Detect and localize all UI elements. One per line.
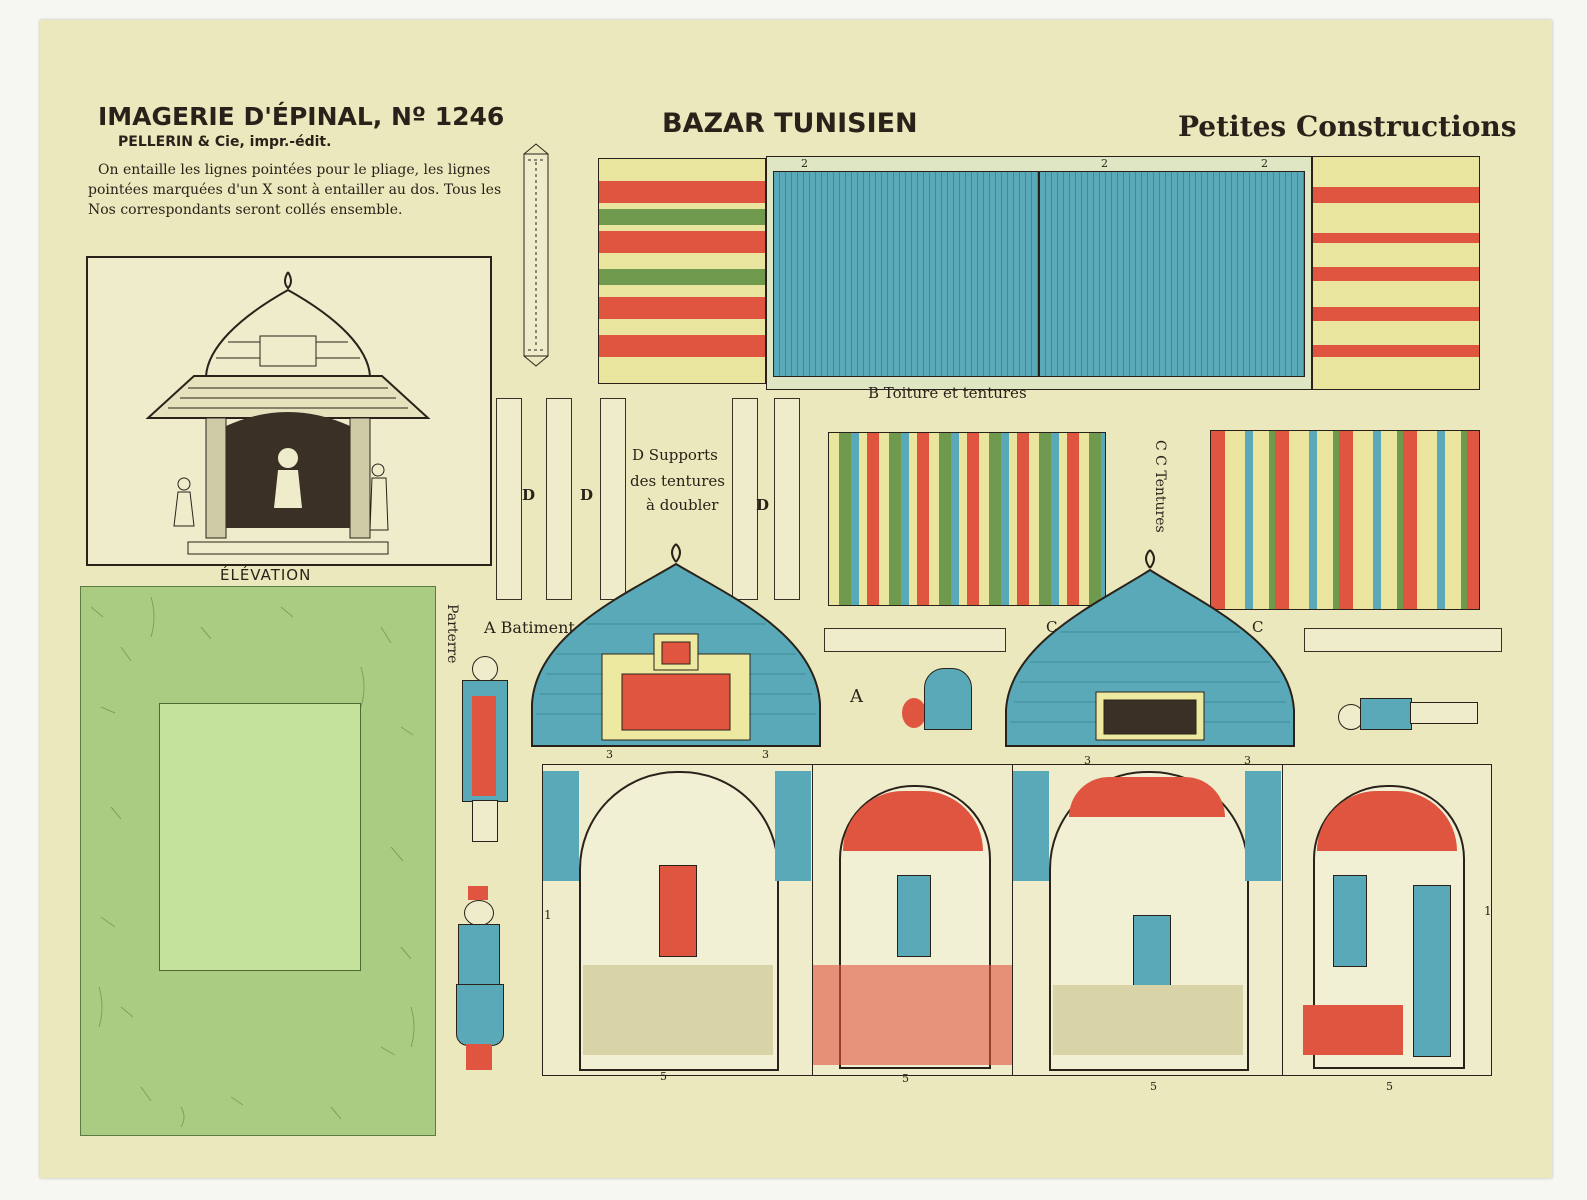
rug-stripe — [1313, 307, 1479, 321]
rug-stripe — [1313, 267, 1479, 281]
letter-c: C — [1252, 618, 1264, 636]
support-strip — [546, 398, 572, 600]
parterre-panel — [80, 586, 436, 1136]
kiosk-drawing — [145, 271, 431, 555]
letter-d: D — [522, 486, 536, 504]
tab-number: 3 — [606, 748, 613, 761]
facade-panel-1 — [542, 764, 814, 1076]
support-strip — [496, 398, 522, 600]
support-strip — [1304, 628, 1502, 652]
tab-number: 2 — [1261, 157, 1268, 170]
goods-table — [813, 965, 1013, 1065]
supports-label-1: D Supports — [632, 446, 718, 464]
facade-ornament — [775, 771, 811, 881]
rug-stripe — [599, 297, 765, 319]
tenture-right — [1210, 430, 1480, 610]
series-title: Petites Constructions — [1178, 110, 1517, 143]
letter-d: D — [756, 496, 770, 514]
tab-number: 2 — [1101, 157, 1108, 170]
facade-panel-3 — [1012, 764, 1284, 1076]
tab-number: 3 — [762, 748, 769, 761]
tenture-left — [828, 432, 1106, 606]
rug-stripe — [599, 269, 765, 285]
goods-table — [1303, 1005, 1403, 1055]
rug-left — [598, 158, 766, 384]
rug-stripe — [599, 231, 765, 253]
rug-stripe — [599, 335, 765, 357]
customer-figure — [1413, 885, 1451, 1057]
batiment-label: A Batiment — [484, 618, 575, 637]
letter-a: A — [850, 686, 863, 707]
grass-texture — [90, 596, 415, 1128]
imprint-publisher: PELLERIN & Cie, impr.-édit. — [118, 134, 332, 150]
rug-stripe — [1313, 233, 1479, 243]
goods-counter — [583, 965, 773, 1055]
supports-label-2: des tentures — [630, 472, 725, 490]
imprint-title: IMAGERIE D'ÉPINAL, Nº 1246 — [98, 102, 505, 131]
roof-half-right — [1039, 171, 1305, 377]
elevation-panel — [86, 256, 492, 566]
support-strip — [600, 398, 626, 600]
figure-lying — [1338, 688, 1478, 740]
roof-half-left — [773, 171, 1039, 377]
facade-panel-4 — [1282, 764, 1492, 1076]
rug-right — [1312, 156, 1480, 390]
tab-number: 3 — [1244, 754, 1251, 767]
support-strip — [824, 628, 1006, 652]
facade-panel-2 — [812, 764, 1014, 1076]
toiture-label: B Toiture et tentures — [868, 384, 1027, 402]
support-strip — [774, 398, 800, 600]
sheet-title: BAZAR TUNISIEN — [662, 108, 918, 139]
merchant-figure — [1133, 915, 1171, 987]
goods-counter — [1053, 985, 1243, 1055]
dome-right — [1005, 549, 1295, 747]
elevation-label: ÉLÉVATION — [220, 566, 312, 584]
merchant-figure — [1333, 875, 1367, 967]
instructions-line-3: Nos correspondants seront collés ensembl… — [88, 202, 403, 218]
tab-number: 2 — [801, 157, 808, 170]
rug-stripe — [1313, 345, 1479, 357]
support-strip — [732, 398, 758, 600]
dome-left — [531, 543, 821, 747]
tab-number: 1 — [1484, 904, 1492, 918]
facade-ornament — [1245, 771, 1281, 881]
letter-d: D — [580, 486, 594, 504]
letter-c: C — [1046, 618, 1058, 636]
merchant-figure — [659, 865, 697, 957]
figure-seated — [902, 668, 972, 732]
support-strip-top — [523, 143, 549, 367]
print-sheet: IMAGERIE D'ÉPINAL, Nº 1246 PELLERIN & Ci… — [40, 20, 1552, 1178]
figure-man-fez — [452, 886, 522, 1086]
facade-ornament — [543, 771, 579, 881]
instructions-line-1: On entaille les lignes pointées pour le … — [98, 162, 491, 178]
rug-stripe — [1313, 187, 1479, 203]
figure-man-turban — [456, 656, 512, 856]
tab-number: 5 — [660, 1070, 667, 1083]
instructions-line-2: pointées marquées d'un X sont à entaille… — [88, 182, 502, 198]
rug-stripe — [599, 181, 765, 203]
rug-stripe — [599, 209, 765, 225]
tab-number: 3 — [1084, 754, 1091, 767]
tab-number: 5 — [902, 1072, 909, 1085]
curtain — [1069, 777, 1225, 817]
parterre-base — [159, 703, 361, 971]
roof-panel: 2 2 2 — [766, 156, 1312, 390]
parterre-label: Parterre — [444, 604, 460, 664]
tab-number: 1 — [544, 908, 552, 922]
supports-label-3: à doubler — [646, 496, 719, 514]
tab-number: 5 — [1150, 1080, 1157, 1093]
facade-ornament — [1013, 771, 1049, 881]
merchant-figure — [897, 875, 931, 957]
tentures-label: C C Tentures — [1152, 440, 1168, 533]
tab-number: 5 — [1386, 1080, 1393, 1093]
